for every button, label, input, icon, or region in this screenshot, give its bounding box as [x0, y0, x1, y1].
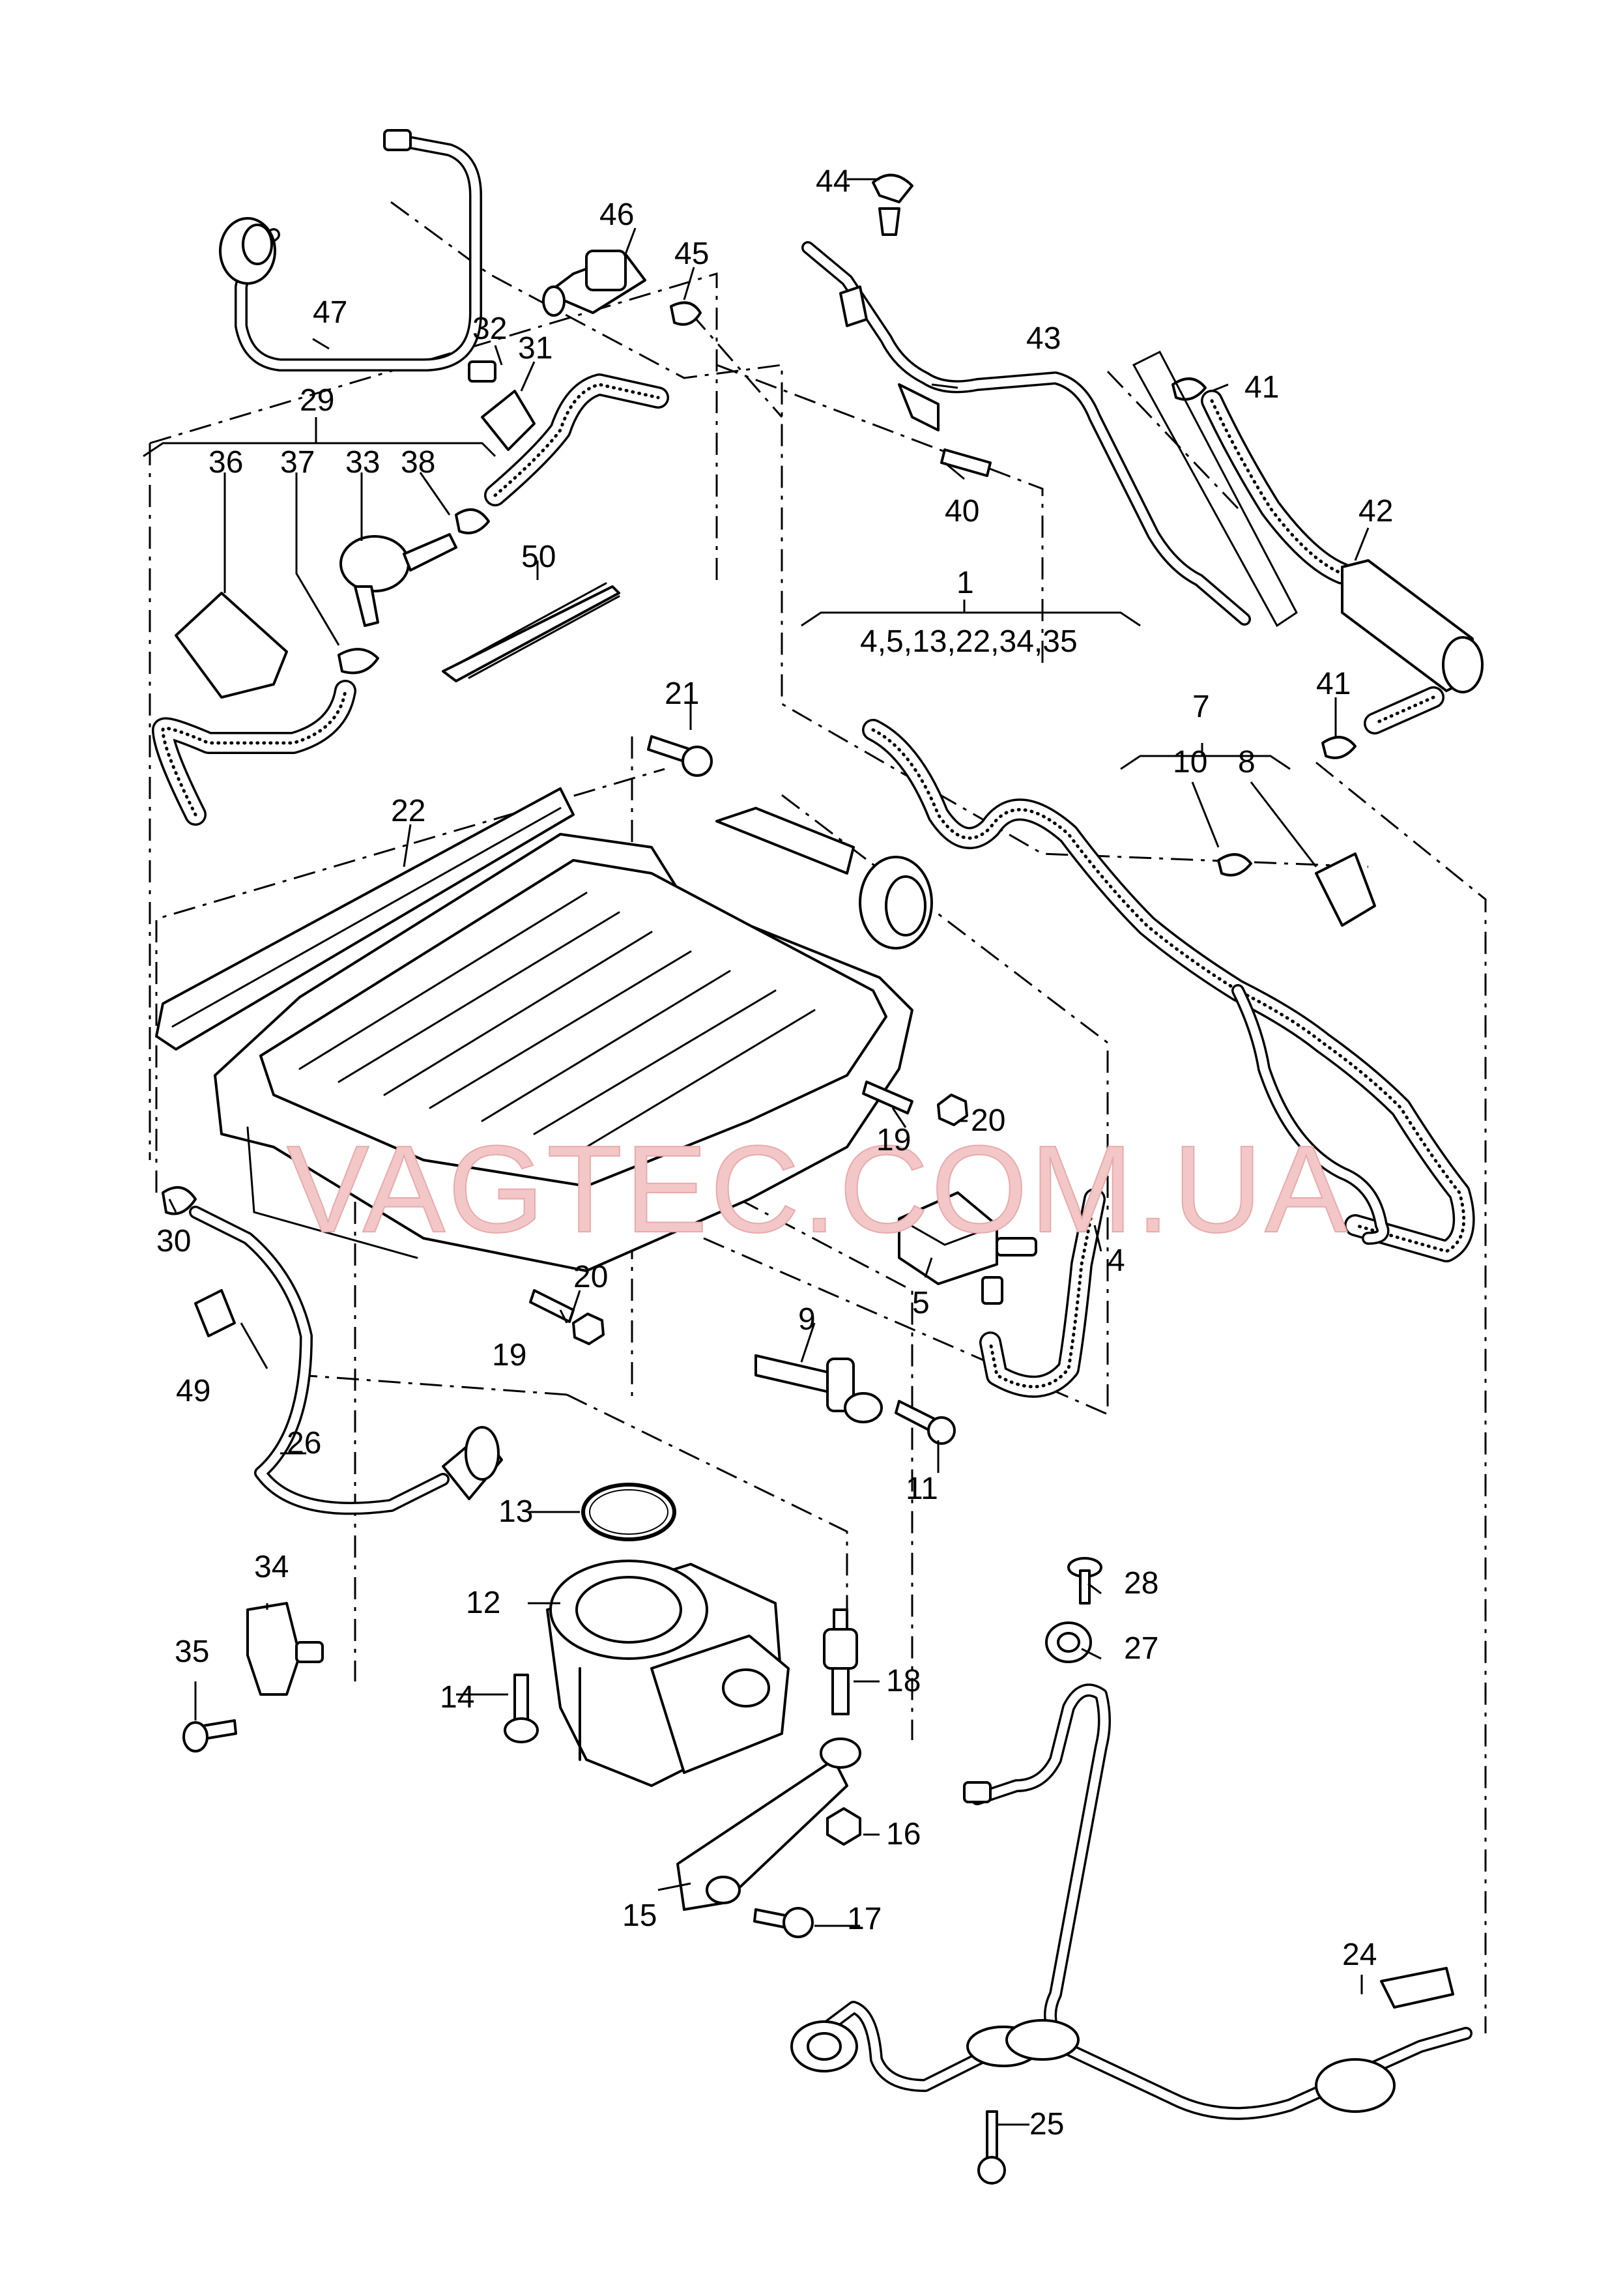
label-15: 15 [622, 1898, 657, 1933]
pipe-assembly-24 [790, 1683, 1472, 2185]
bracket-15 [676, 1737, 861, 1911]
label-1: 1 [956, 566, 974, 600]
label-43: 43 [1026, 321, 1061, 356]
label-19-lower: 19 [492, 1338, 526, 1373]
nut-16 [826, 1807, 861, 1846]
pressure-regulating-valve-33 [338, 508, 490, 675]
breather-hose-main [862, 719, 1475, 1262]
label-9: 9 [798, 1302, 816, 1337]
pipe-43 [801, 173, 1251, 626]
watermark: VAGTEC.COM.UA [287, 1120, 1350, 1258]
label-10: 10 [1173, 745, 1207, 779]
label-1-sub: 4,5,13,22,34,35 [860, 624, 1078, 659]
label-12: 12 [466, 1586, 500, 1620]
bolt-11 [895, 1400, 956, 1445]
nut-20-lower [572, 1313, 605, 1345]
label-11: 11 [906, 1472, 938, 1506]
clamp-8 [1315, 852, 1376, 927]
label-14: 14 [440, 1680, 474, 1715]
label-8: 8 [1238, 745, 1256, 779]
sensor-34 [246, 1602, 324, 1696]
label-36: 36 [208, 445, 243, 480]
label-17: 17 [847, 1902, 882, 1936]
kit-brackets [143, 417, 1291, 770]
bolt-35 [182, 1719, 237, 1752]
label-16: 16 [886, 1817, 921, 1852]
connector-46 [542, 250, 702, 326]
bolt-21 [647, 735, 713, 777]
label-27: 27 [1124, 1631, 1158, 1666]
label-42: 42 [1358, 494, 1393, 529]
label-24: 24 [1342, 1938, 1377, 1972]
grommet-27 [1045, 1621, 1092, 1663]
label-38: 38 [401, 445, 435, 480]
label-19-upper: 19 [876, 1123, 911, 1157]
label-20-lower: 20 [573, 1260, 608, 1294]
label-13: 13 [498, 1494, 533, 1529]
nut-20-upper [937, 1094, 968, 1126]
breather-hose-upper [468, 360, 669, 506]
filter-pad-36 [175, 592, 288, 699]
label-18: 18 [886, 1664, 921, 1698]
clamp-10 [1217, 853, 1252, 877]
label-22: 22 [391, 794, 425, 828]
label-20-upper: 20 [971, 1103, 1005, 1138]
o-ring-13 [581, 1483, 676, 1541]
label-40: 40 [945, 494, 979, 529]
label-25: 25 [1029, 2107, 1064, 2142]
label-50: 50 [521, 540, 556, 574]
label-47: 47 [313, 295, 347, 330]
throttle-body [546, 1560, 790, 1787]
label-41-lower: 41 [1316, 667, 1351, 701]
breather-pipe-47 [219, 129, 482, 371]
part-labels: 44 46 45 47 32 31 43 41 29 36 37 33 38 4… [156, 164, 1393, 2142]
label-35: 35 [175, 1635, 209, 1669]
label-28: 28 [1124, 1566, 1158, 1601]
label-46: 46 [599, 197, 634, 232]
breather-hose-lower-left [152, 680, 356, 826]
hose-42 [1132, 351, 1484, 759]
mount-18 [823, 1608, 858, 1715]
sensor-cable-26 [162, 1186, 503, 1515]
label-41-upper: 41 [1244, 370, 1279, 405]
label-21: 21 [665, 676, 699, 711]
label-34: 34 [254, 1550, 289, 1584]
label-31: 31 [518, 331, 553, 366]
sensor-9 [754, 1354, 883, 1423]
label-30: 30 [156, 1224, 191, 1258]
bolt-17 [753, 1907, 814, 1938]
label-4: 4 [1108, 1243, 1125, 1278]
label-5: 5 [912, 1286, 930, 1320]
label-32: 32 [472, 312, 507, 346]
leader-lines [168, 178, 1370, 2126]
label-45: 45 [674, 237, 709, 271]
label-26: 26 [287, 1426, 321, 1460]
cable-tie-50 [442, 582, 620, 682]
gasket-22 [155, 787, 575, 1051]
valve-5 [898, 1188, 1106, 1398]
label-29: 29 [300, 383, 334, 418]
bolt-19-lower [529, 1289, 575, 1323]
label-33: 33 [345, 445, 380, 480]
label-7: 7 [1192, 690, 1210, 724]
label-49: 49 [176, 1374, 210, 1408]
bolt-28 [1067, 1557, 1102, 1605]
bolt-14 [504, 1674, 539, 1743]
label-37: 37 [280, 445, 315, 480]
intake-manifold [214, 807, 933, 1272]
bolt-19-upper [862, 1081, 913, 1114]
label-44: 44 [816, 164, 850, 199]
